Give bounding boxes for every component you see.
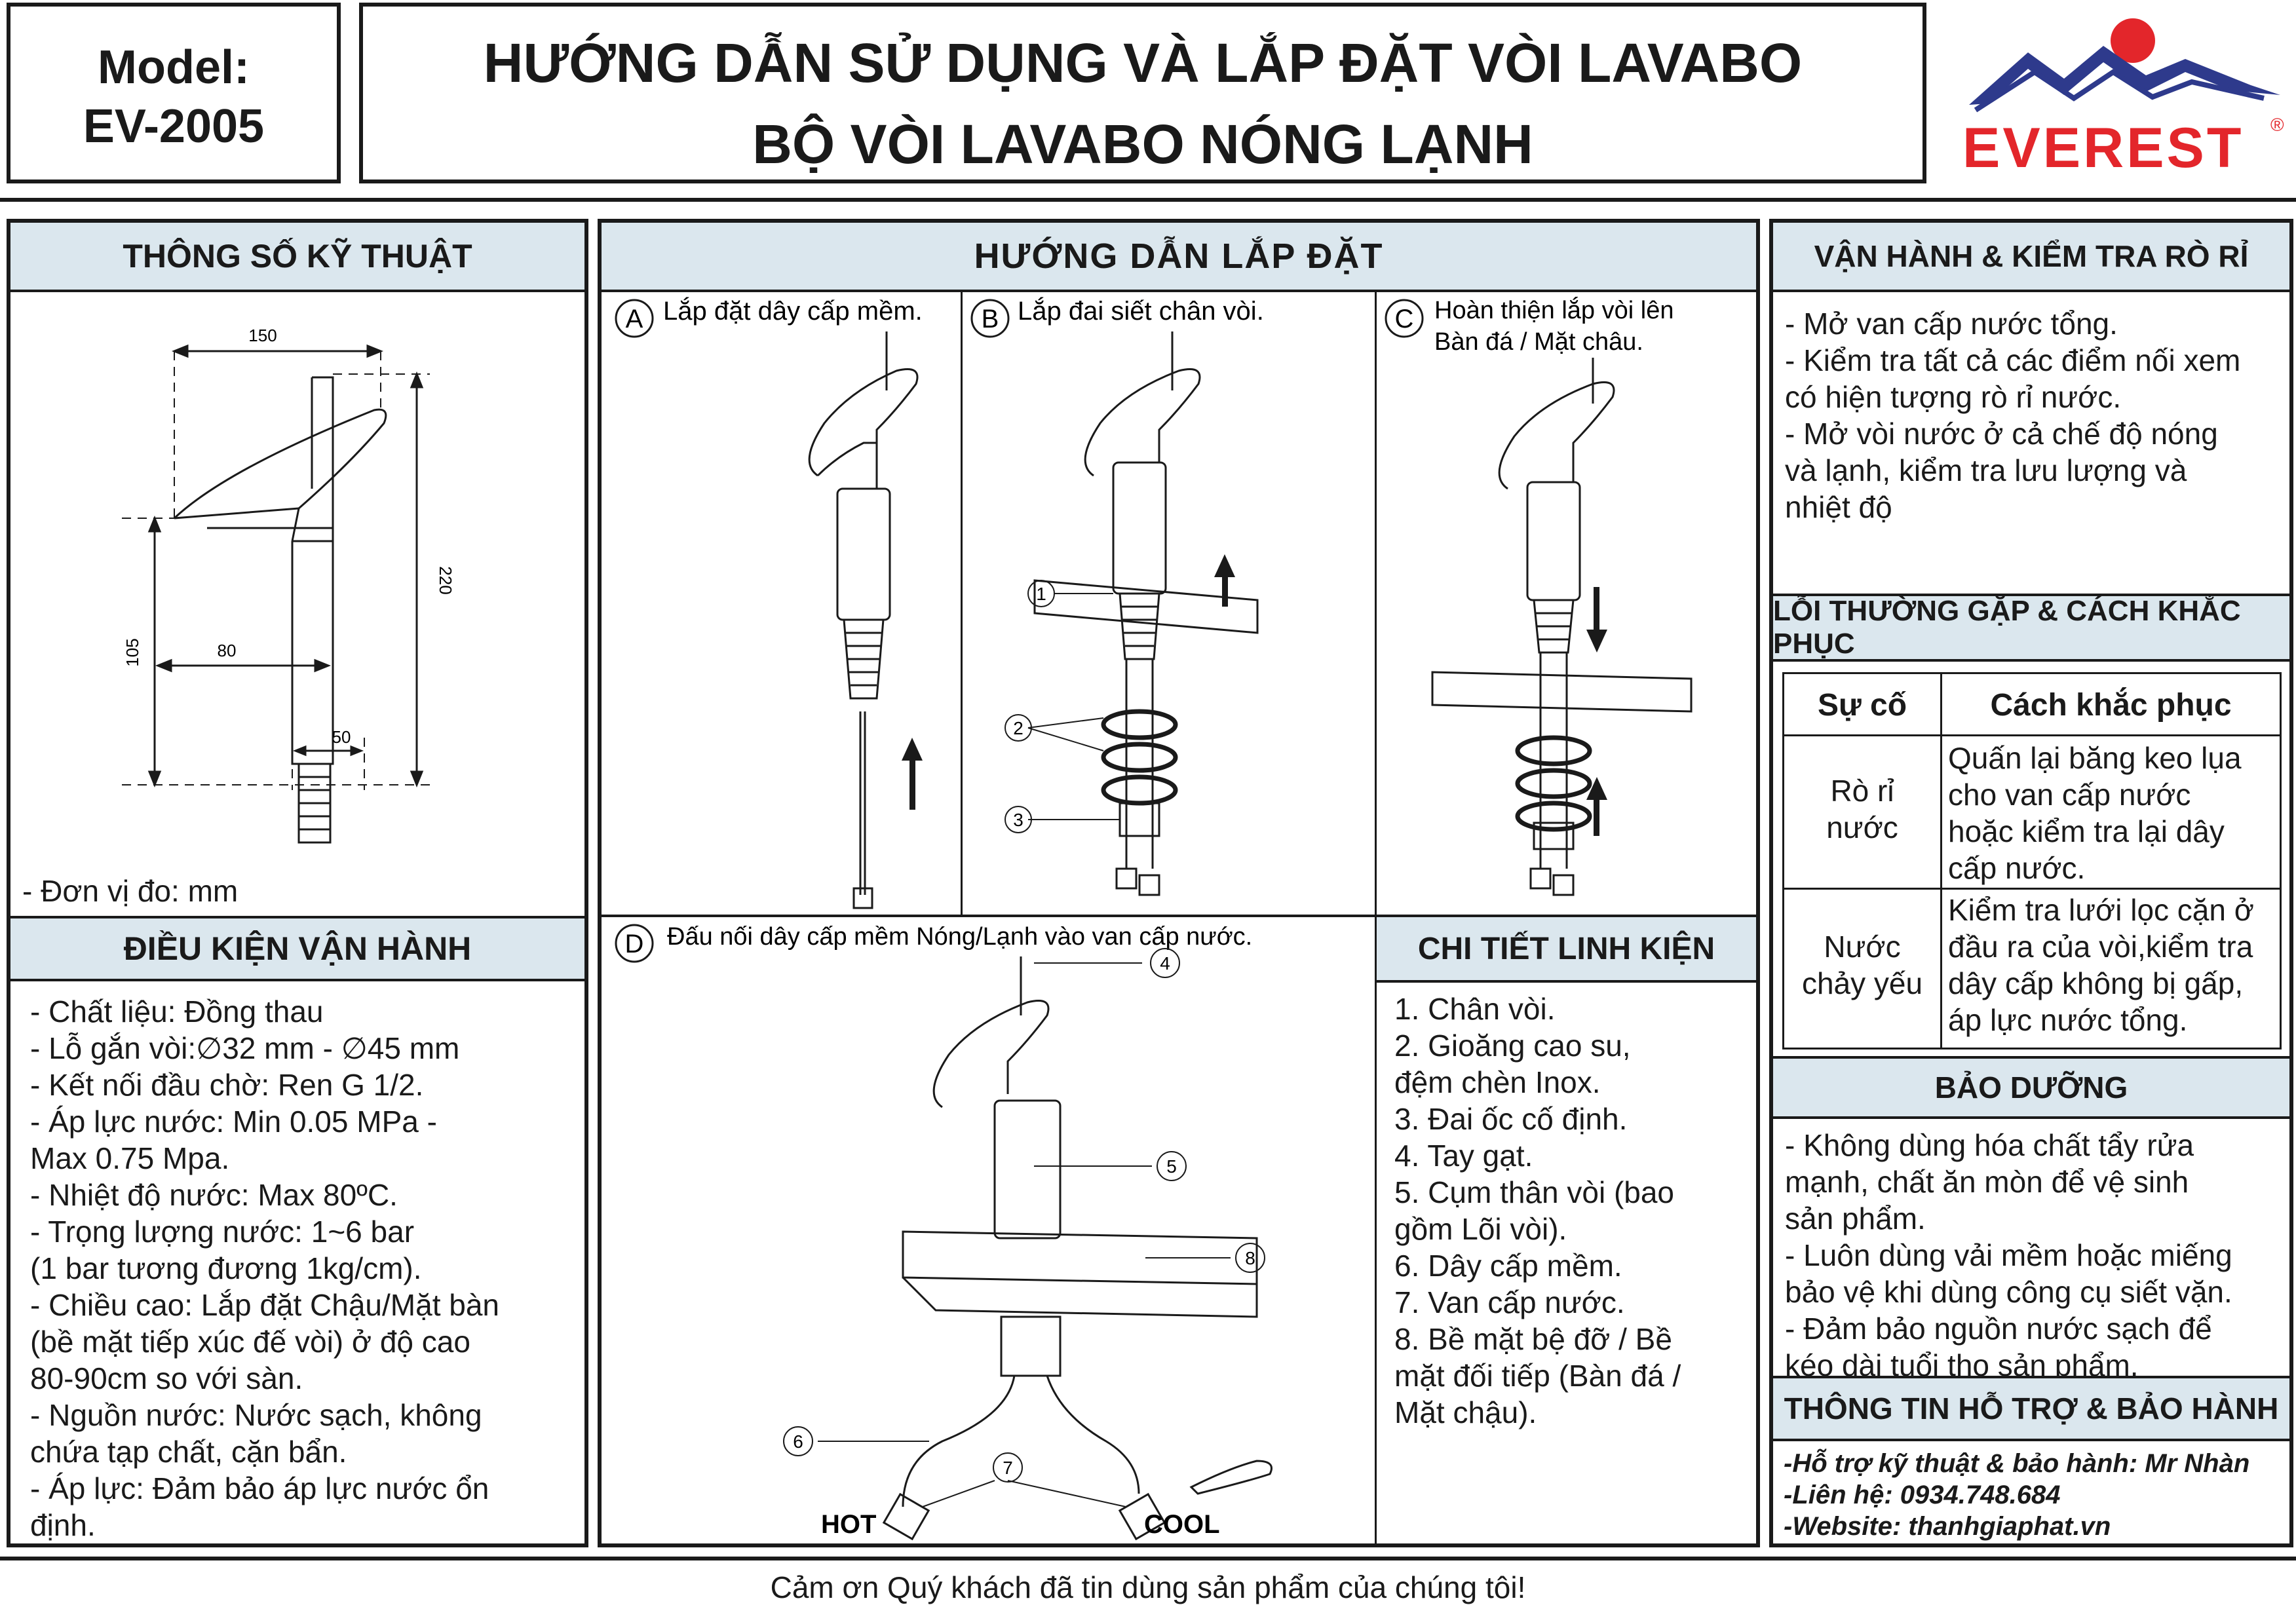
table-row-divider-2 [1784,888,2280,890]
maintenance-title: BẢO DƯỠNG [1934,1070,2128,1105]
hot-label: HOT [821,1510,876,1539]
callout-d-5: 5 [1166,1156,1177,1177]
dim-spout-height: 105 [123,638,142,666]
step-d: D Đấu nối dây cấp mềm Nóng/Lạnh vào van … [602,917,1375,1543]
footer-divider [0,1557,2296,1560]
operation-header: VẬN HÀNH & KIỂM TRA RÒ RỈ [1773,223,2289,292]
divider-ab [961,292,963,916]
dim-base: 50 [332,727,351,747]
step-b: B Lắp đai siết chân vòi. [963,292,1375,915]
divider-row [602,915,1756,917]
parts-text: 1. Chân vòi. 2. Gioăng cao su, đệm chèn … [1394,992,1681,1429]
specs-header: THÔNG SỐ KỸ THUẬT [10,223,584,292]
specs-title: THÔNG SỐ KỸ THUẬT [123,238,472,274]
model-value: EV-2005 [83,100,265,153]
support-line-2: -Liên hệ: 0934.748.684 [1784,1481,2061,1509]
dim-height: 220 [436,566,455,594]
title-box: HƯỚNG DẪN SỬ DỤNG VÀ LẮP ĐẶT VÒI LAVABO … [359,3,1926,183]
callout-b-2: 2 [1013,718,1024,738]
step-a-letter: A [626,305,643,333]
row2-issue: Nước chảy yếu [1801,930,1923,1000]
brand-name: EVEREST [1962,117,2244,180]
brand-logo: EVEREST ® [1949,7,2290,183]
parts-header: CHI TIẾT LINH KIỆN [1377,917,1756,983]
install-header: HƯỚNG DẪN LẮP ĐẶT [602,223,1756,292]
dim-width: 150 [248,326,277,345]
left-column: THÔNG SỐ KỸ THUẬT [7,219,588,1547]
support-line-3: -Website: thanhgiaphat.vn [1784,1512,2111,1541]
callout-d-8: 8 [1245,1248,1255,1268]
callout-d-7: 7 [1003,1458,1013,1478]
step-b-letter: B [982,305,999,333]
registered-mark: ® [2270,115,2284,135]
step-b-text: Lắp đai siết chân vòi. [1018,296,1264,326]
right-column: VẬN HÀNH & KIỂM TRA RÒ RỈ - Mở van cấp n… [1769,219,2293,1547]
page-title: HƯỚNG DẪN SỬ DỤNG VÀ LẮP ĐẶT VÒI LAVABO [483,32,1803,94]
cool-label: COOL [1144,1510,1220,1539]
step-c-text-2: Bàn đá / Mặt châu. [1434,328,1643,356]
install-column: HƯỚNG DẪN LẮP ĐẶT A Lắp đặt dây cấp mềm. [598,219,1760,1547]
step-c-text-1: Hoàn thiện lắp vòi lên [1434,296,1674,324]
dim-reach: 80 [218,641,237,660]
footer-thanks: Cảm ơn Quý khách đã tin dùng sản phẩm củ… [770,1570,1526,1604]
parts-title: CHI TIẾT LINH KIỆN [1417,931,1715,966]
table-header-issue: Sự cố [1817,688,1907,723]
step-d-letter: D [625,930,644,958]
support-title: THÔNG TIN HỖ TRỢ & BẢO HÀNH [1784,1391,2279,1426]
operation-title: VẬN HÀNH & KIỂM TRA RÒ RỈ [1814,239,2249,273]
table-col-divider [1940,674,1942,1048]
page-subtitle: BỘ VÒI LAVABO NÓNG LẠNH [752,113,1533,175]
model-label: Model: [98,41,250,94]
table-row-divider-1 [1784,734,2280,736]
operation-text: - Mở van cấp nước tổng. - Kiểm tra tất c… [1785,307,2241,524]
callout-b-1: 1 [1036,584,1046,604]
maintenance-header: BẢO DƯỠNG [1773,1056,2289,1119]
maintenance-text: - Không dùng hóa chất tẩy rửa mạnh, chất… [1785,1128,2232,1382]
table-header-fix: Cách khắc phục [1990,688,2232,723]
conditions-title: ĐIỀU KIỆN VẬN HÀNH [123,930,472,967]
unit-note: - Đơn vị đo: mm [22,874,239,908]
conditions-header: ĐIỀU KIỆN VẬN HÀNH [10,916,584,981]
row1-fix: Quấn lại băng keo lụa cho van cấp nước h… [1948,741,2242,885]
support-line-1: -Hỗ trợ kỹ thuật & bảo hành: Mr Nhàn [1784,1449,2250,1478]
step-c-letter: C [1395,305,1414,333]
row1-issue: Rò rỉ nước [1826,774,1898,844]
step-d-text: Đấu nối dây cấp mềm Nóng/Lạnh vào van cấ… [667,923,1252,951]
troubleshoot-table: Sự cố Cách khắc phục Rò rỉ nước Quấn lại… [1782,672,2282,1049]
step-a: A Lắp đặt dây cấp mềm. [602,292,961,915]
header-divider [0,198,2296,202]
callout-d-6: 6 [793,1431,803,1452]
conditions-text: - Chất liệu: Đồng thau - Lỗ gắn vòi:∅32 … [30,994,500,1542]
callout-b-3: 3 [1013,810,1024,830]
callout-d-4: 4 [1160,953,1170,974]
step-c: C Hoàn thiện lắp vòi lên Bàn đá / Mặt ch… [1377,292,1756,915]
troubleshoot-title: LỖI THƯỜNG GẶP & CÁCH KHẮC PHỤC [1773,595,2241,660]
step-a-text: Lắp đặt dây cấp mềm. [663,296,923,326]
support-header: THÔNG TIN HỖ TRỢ & BẢO HÀNH [1773,1376,2289,1441]
troubleshoot-header: LỖI THƯỜNG GẶP & CÁCH KHẮC PHỤC [1773,594,2289,662]
install-title: HƯỚNG DẪN LẮP ĐẶT [974,236,1384,276]
row2-fix: Kiểm tra lưới lọc cặn ở đầu ra của vòi,k… [1948,893,2254,1037]
model-box: Model: EV-2005 [7,3,341,183]
divider-bc [1375,292,1377,1543]
dimension-drawing: 150 220 105 80 50 [10,292,584,915]
